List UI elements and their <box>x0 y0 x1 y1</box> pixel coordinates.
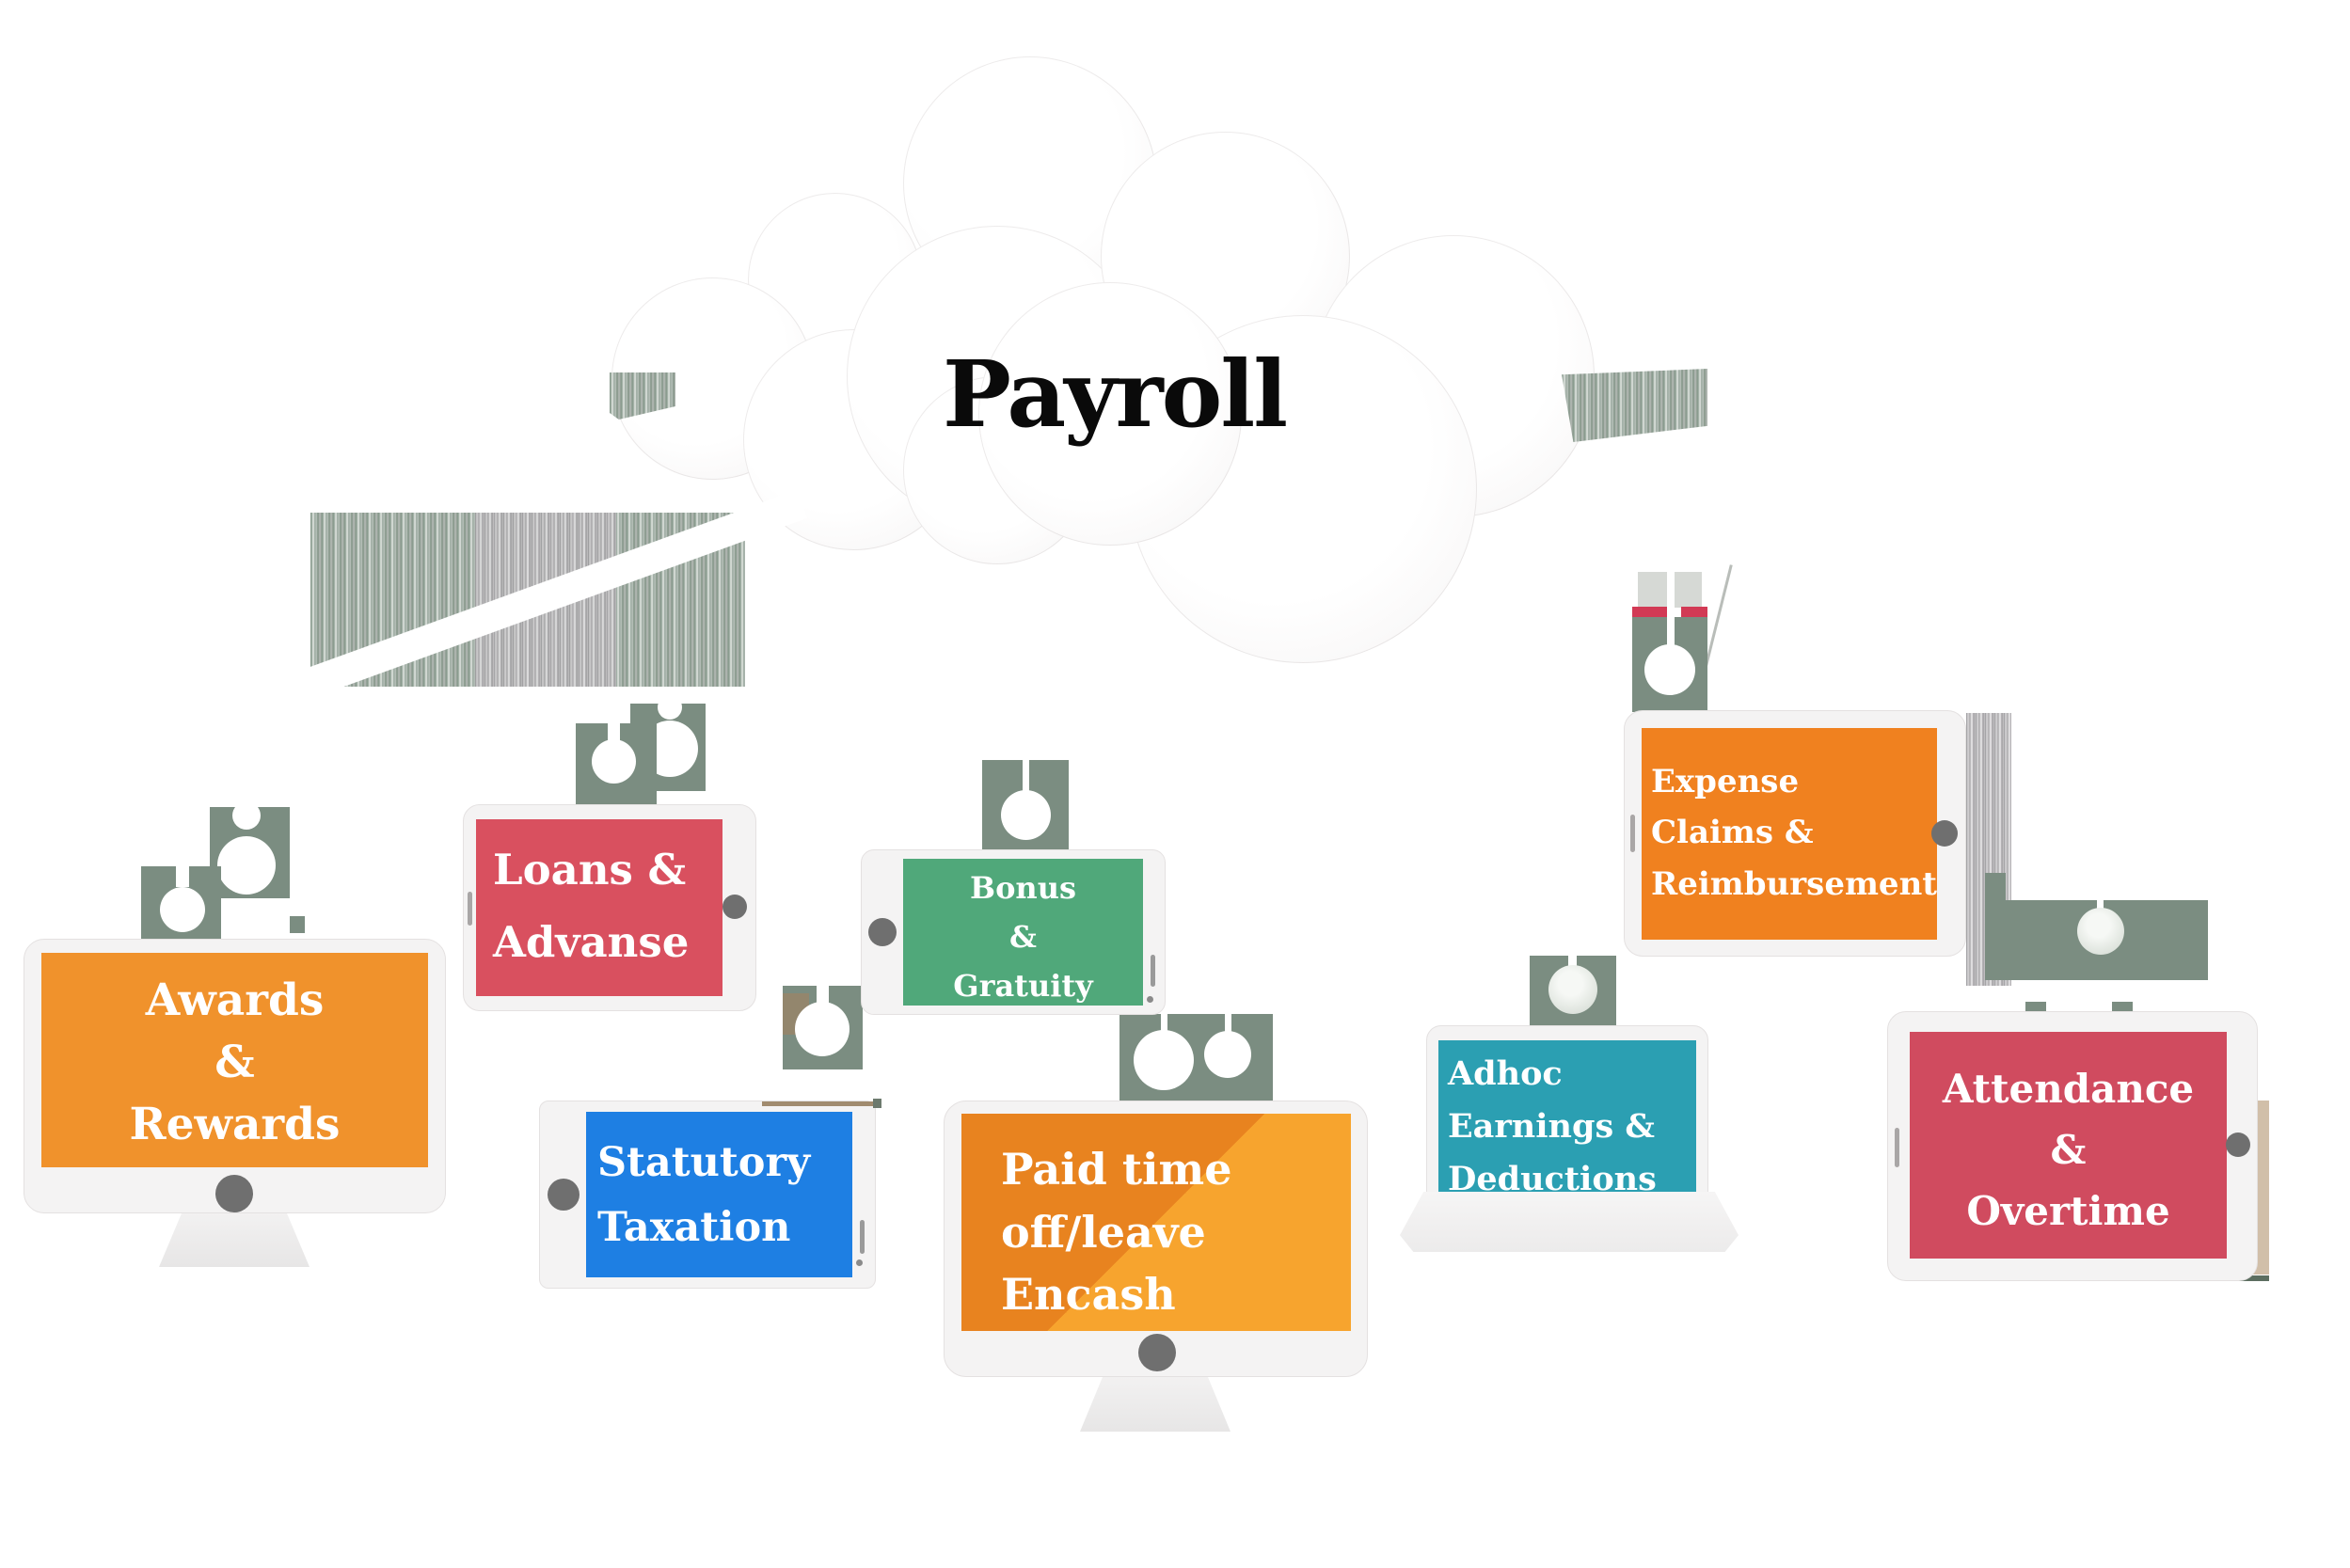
node-attendance-overtime: Attendance & Overtime <box>1887 1011 2258 1281</box>
monitor-stand <box>1080 1377 1231 1432</box>
rope-texture-right-of-cloud <box>1562 369 1707 442</box>
label-line: Claims & <box>1651 814 1814 852</box>
payroll-title: Payroll <box>943 341 1288 448</box>
tablet-home-button <box>2226 1132 2250 1157</box>
rope-tan-knot <box>873 1099 881 1108</box>
screen-awards-rewards: Awards & Rewards <box>41 953 428 1167</box>
label-line: Advanse <box>493 916 690 967</box>
node-expense-claims: Expense Claims & Reimbursement <box>1624 710 1966 957</box>
label-line: Encash <box>1001 1269 1176 1321</box>
cloud-puff <box>978 282 1242 546</box>
monitor-stand <box>159 1213 310 1267</box>
tablet-home-button <box>868 918 897 946</box>
label-line: Rewards <box>129 1098 341 1150</box>
label-line: Statutory <box>597 1139 811 1186</box>
node-bonus-gratuity: Bonus & Gratuity <box>861 849 1166 1015</box>
pulley-icon-loans <box>576 695 709 805</box>
screen-adhoc-earnings: Adhoc Earnings & Deductions <box>1438 1040 1696 1193</box>
phone-mic-dot <box>856 1259 863 1266</box>
label-line: & <box>214 1036 255 1088</box>
label-line: Adhoc <box>1448 1054 1563 1093</box>
pulley-icon-adhoc <box>1530 956 1616 1025</box>
tablet-speaker-slot <box>1151 955 1155 987</box>
tablet-speaker-slot <box>468 892 472 926</box>
phone-speaker-slot <box>860 1220 865 1254</box>
label-line: Overtime <box>1966 1188 2170 1235</box>
pulley-icon-paid-time-off <box>1119 1014 1273 1101</box>
rope-dark-line-right <box>2230 1275 2269 1281</box>
phone-home-button <box>548 1179 580 1211</box>
screen-attendance-overtime: Attendance & Overtime <box>1910 1032 2227 1259</box>
label-line: Loans & <box>493 845 687 895</box>
screen-paid-time-off: Paid time off/leave Encash <box>961 1114 1351 1331</box>
pulley-icon-statutory <box>783 986 863 1069</box>
tablet-speaker-slot <box>1895 1128 1899 1167</box>
rope-tan-line <box>762 1101 879 1106</box>
node-paid-time-off: Paid time off/leave Encash <box>944 1101 1368 1432</box>
label-line: Attendance <box>1942 1066 2195 1112</box>
node-awards-rewards: Awards & Rewards <box>24 939 446 1267</box>
tablet-home-button <box>722 895 747 919</box>
node-loans-advance: Loans & Advanse <box>463 804 756 1011</box>
tablet-home-button <box>1931 820 1958 847</box>
screen-bonus-gratuity: Bonus & Gratuity <box>903 859 1143 1006</box>
label-line: Bonus <box>970 870 1076 906</box>
label-line: off/leave <box>1001 1206 1206 1258</box>
node-adhoc-earnings: Adhoc Earnings & Deductions <box>1426 1025 1708 1200</box>
screen-statutory-taxation: Statutory Taxation <box>586 1112 852 1277</box>
node-statutory-taxation: Statutory Taxation <box>539 1101 876 1289</box>
label-line: Awards <box>145 974 325 1026</box>
label-line: Expense <box>1651 763 1800 800</box>
label-line: Deductions <box>1448 1160 1657 1193</box>
pulley-icon-awards <box>141 801 310 953</box>
tablet-speaker-slot <box>1630 815 1635 852</box>
label-line: Paid time <box>1001 1144 1232 1195</box>
label-line: Earnings & <box>1448 1107 1655 1146</box>
label-line: Gratuity <box>953 967 1093 1004</box>
pulley-icon-attendance <box>1985 873 2208 1014</box>
monitor-chin-dot <box>215 1175 253 1212</box>
label-line: Reimbursement <box>1651 864 1937 903</box>
pulley-icon-expense <box>1632 572 1707 712</box>
screen-expense-claims: Expense Claims & Reimbursement <box>1642 728 1937 940</box>
pulley-icon-bonus <box>982 760 1069 849</box>
label-line: Taxation <box>597 1203 791 1251</box>
tablet-mic-dot <box>1147 996 1153 1003</box>
label-line: & <box>2050 1127 2087 1174</box>
screen-loans-advance: Loans & Advanse <box>476 819 722 996</box>
laptop-base <box>1400 1192 1739 1252</box>
label-line: & <box>1009 918 1037 955</box>
monitor-chin-dot <box>1138 1334 1176 1371</box>
